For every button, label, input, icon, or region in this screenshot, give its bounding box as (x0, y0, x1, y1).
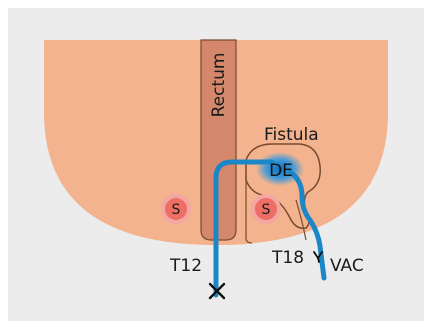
sphincter-right-label: S (262, 202, 271, 218)
fistula-label: Fistula (264, 125, 319, 145)
drain-element-label: DE (269, 161, 293, 181)
tube-t18-label: T18 (271, 248, 304, 268)
tube-t12-label: T12 (169, 256, 202, 276)
sphincter-left-label: S (172, 202, 181, 218)
vac-label: VAC (330, 256, 364, 276)
rectum-label: Rectum (209, 53, 229, 118)
